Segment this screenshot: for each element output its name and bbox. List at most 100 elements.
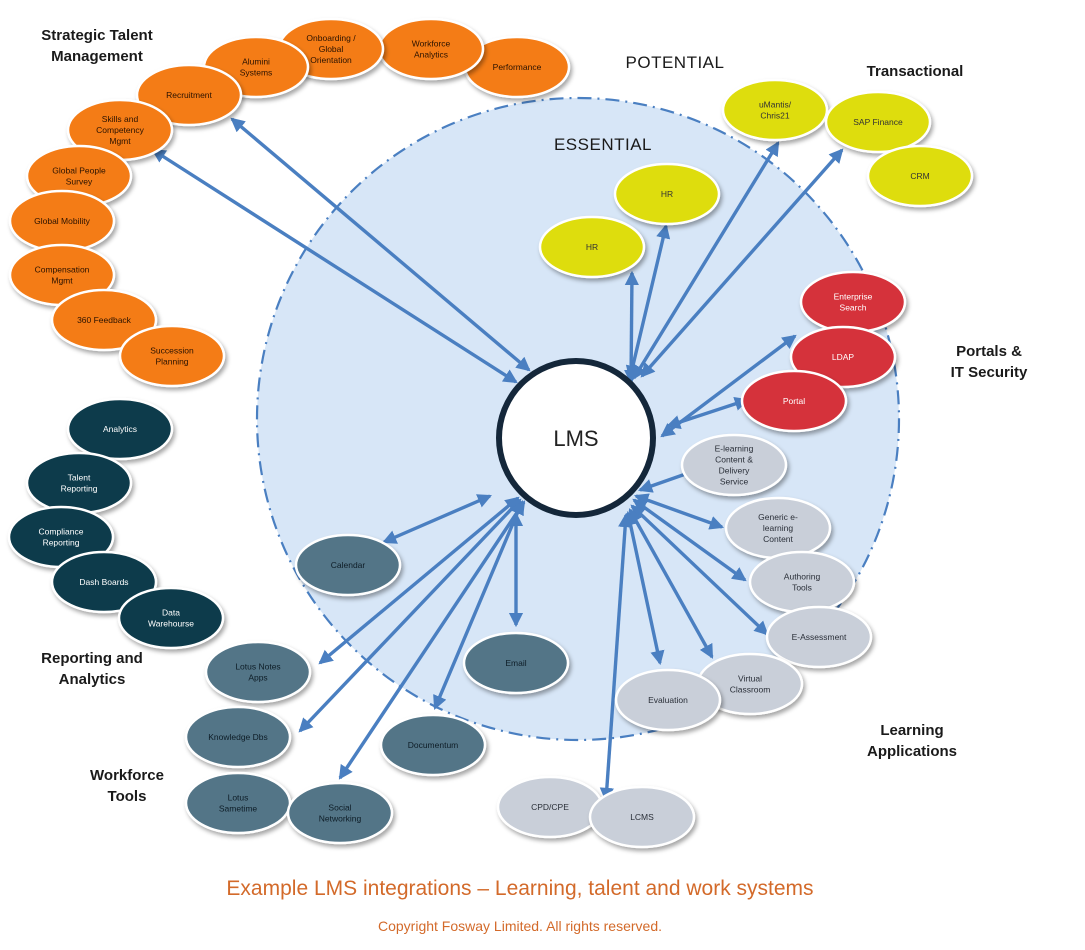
node-label: Mgmt	[51, 276, 73, 286]
node-knowledge-dbs[interactable]: Knowledge Dbs	[184, 705, 292, 769]
connector-arrow	[623, 270, 640, 385]
node-ellipse	[824, 90, 932, 154]
node-umantis[interactable]: uMantis/Chris21	[721, 78, 829, 142]
node-ellipse	[765, 605, 873, 669]
node-hr-top[interactable]: HR	[613, 162, 721, 226]
group-label-learning: Learning	[880, 722, 943, 739]
node-label: Evaluation	[648, 695, 688, 705]
node-label: Sametime	[219, 804, 258, 814]
node-label: Virtual	[738, 674, 762, 684]
group-label-workforce: Workforce	[90, 767, 164, 784]
connector-arrow	[338, 500, 526, 780]
node-label: Delivery	[719, 466, 750, 476]
node-ellipse	[204, 640, 312, 704]
node-feedback360[interactable]: 360 Feedback	[50, 288, 158, 352]
node-recruitment[interactable]: Recruitment	[135, 63, 243, 127]
node-label: Data	[162, 608, 180, 618]
node-label: Content	[763, 534, 793, 544]
node-label: Dash Boards	[79, 577, 128, 587]
group-labels: Strategic TalentManagementTransactionalP…	[41, 27, 1028, 805]
system-nodes: PerformanceWorkforceAnalyticsOnboarding …	[7, 17, 974, 849]
node-label: Documentum	[408, 740, 459, 750]
node-ellipse	[379, 713, 487, 777]
node-label: Global	[319, 44, 344, 54]
node-analytics[interactable]: Analytics	[66, 397, 174, 461]
node-ellipse	[117, 586, 225, 650]
node-e-assessment[interactable]: E-Assessment	[765, 605, 873, 669]
node-ellipse	[462, 631, 570, 695]
node-label: Service	[720, 477, 749, 487]
node-label: uMantis/	[759, 100, 792, 110]
node-portal[interactable]: Portal	[740, 369, 848, 433]
node-label: Email	[505, 658, 526, 668]
lms-center[interactable]: LMS	[496, 358, 656, 518]
node-documentum[interactable]: Documentum	[379, 713, 487, 777]
node-label: Performance	[493, 62, 542, 72]
node-ellipse	[184, 705, 292, 769]
node-label: Alumini	[242, 57, 270, 67]
node-label: Generic e-	[758, 512, 798, 522]
node-label: Chris21	[760, 111, 790, 121]
node-label: Planning	[155, 357, 188, 367]
connector-arrow	[623, 510, 665, 666]
node-label: HR	[661, 189, 673, 199]
node-label: Content &	[715, 455, 753, 465]
node-label: Succession	[150, 346, 194, 356]
node-label: Survey	[66, 177, 93, 187]
node-dash-boards[interactable]: Dash Boards	[50, 550, 158, 614]
node-ldap[interactable]: LDAP	[789, 325, 897, 389]
node-calendar[interactable]: Calendar	[294, 533, 402, 597]
node-label: Recruitment	[166, 90, 212, 100]
node-label: Lotus	[228, 793, 249, 803]
connector-arrows	[151, 117, 844, 803]
diagram-caption: Example LMS integrations – Learning, tal…	[226, 877, 814, 900]
node-evaluation[interactable]: Evaluation	[614, 668, 722, 732]
node-lcms[interactable]: LCMS	[588, 785, 696, 849]
node-crm[interactable]: CRM	[866, 144, 974, 208]
lms-label: LMS	[553, 426, 598, 451]
node-ellipse	[286, 781, 394, 845]
node-global-mobility[interactable]: Global Mobility	[8, 189, 116, 253]
node-ellipse	[866, 144, 974, 208]
node-label: E-learning	[715, 444, 754, 454]
node-label: LCMS	[630, 812, 654, 822]
node-label: Systems	[240, 68, 273, 78]
node-label: Warehourse	[148, 619, 194, 629]
node-ellipse	[66, 397, 174, 461]
node-label: Analytics	[414, 50, 448, 60]
node-label: HR	[586, 242, 598, 252]
node-label: Analytics	[103, 424, 137, 434]
node-label: Apps	[248, 673, 267, 683]
node-label: Orientation	[310, 55, 352, 65]
node-ellipse	[50, 550, 158, 614]
node-ellipse	[50, 288, 158, 352]
node-label: Search	[840, 303, 867, 313]
node-performance[interactable]: Performance	[463, 35, 571, 99]
node-hr-left[interactable]: HR	[538, 215, 646, 279]
node-ellipse	[135, 63, 243, 127]
node-ellipse	[613, 162, 721, 226]
node-sap-finance[interactable]: SAP Finance	[824, 90, 932, 154]
node-label: Tools	[792, 583, 812, 593]
essential-zone-label: ESSENTIAL	[554, 135, 652, 154]
node-cpd-cpe[interactable]: CPD/CPE	[496, 775, 604, 839]
node-label: SAP Finance	[853, 117, 903, 127]
node-ellipse	[721, 78, 829, 142]
group-label-strategic-talent: Strategic Talent	[41, 27, 152, 44]
node-email[interactable]: Email	[462, 631, 570, 695]
